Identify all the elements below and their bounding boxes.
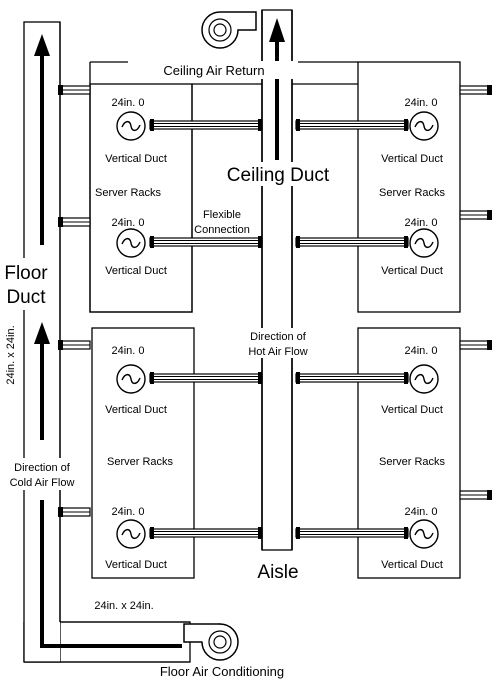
ceiling-duct-label: Ceiling Duct [227, 165, 330, 186]
rack-br-duct-size-2: 24in. 0 [404, 506, 437, 518]
rack-tl-server-racks: Server Racks [95, 187, 162, 199]
rack-bl-duct-size-2: 24in. 0 [111, 506, 144, 518]
rack-bottom-right [357, 327, 461, 579]
flexible-connection-label-2: Connection [194, 224, 250, 236]
rack-tl-duct-size-2: 24in. 0 [111, 217, 144, 229]
floor-air-conditioning-unit [183, 623, 239, 661]
hot-air-arrow [269, 18, 285, 160]
hot-air-flow-label-2: Hot Air Flow [248, 346, 307, 358]
rack-bl-vertical-duct-2: Vertical Duct [105, 559, 167, 571]
rack-tl-vertical-duct-2: Vertical Duct [105, 265, 167, 277]
floor-duct-label-2: Duct [6, 287, 46, 308]
rack-br-vertical-duct-2: Vertical Duct [381, 559, 443, 571]
rack-br-server-racks: Server Racks [379, 456, 446, 468]
floor-duct-label-1: Floor [4, 263, 48, 284]
aisle-label: Aisle [257, 562, 298, 583]
rack-tl-vertical-duct-1: Vertical Duct [105, 153, 167, 165]
ceiling-air-return-label: Ceiling Air Return [163, 63, 264, 78]
cold-air-flow-label-2: Cold Air Flow [10, 477, 75, 489]
rack-tr-server-racks: Server Racks [379, 187, 446, 199]
rack-tr-duct-size-1: 24in. 0 [404, 97, 437, 109]
cold-air-arrow-top [34, 34, 50, 245]
cold-air-return-path [40, 500, 182, 648]
floor-air-conditioning-label: Floor Air Conditioning [160, 664, 284, 679]
rack-br-vertical-duct-1: Vertical Duct [381, 404, 443, 416]
rack-bl-vertical-duct-1: Vertical Duct [105, 404, 167, 416]
rack-tr-vertical-duct-2: Vertical Duct [381, 265, 443, 277]
rack-bl-duct-size-1: 24in. 0 [111, 345, 144, 357]
rack-top-right [357, 61, 461, 313]
cold-air-flow-label-1: Direction of [14, 462, 71, 474]
rack-tr-vertical-duct-1: Vertical Duct [381, 153, 443, 165]
rack-bottom-left [91, 327, 195, 579]
bottom-duct-size-label: 24in. x 24in. [94, 600, 153, 612]
rack-br-duct-size-1: 24in. 0 [404, 345, 437, 357]
floor-duct-size-label: 24in. x 24in. [5, 325, 17, 384]
floor-duct [23, 21, 191, 663]
cold-air-arrow-bottom [34, 322, 50, 440]
rack-bl-server-racks: Server Racks [107, 456, 174, 468]
flexible-connection-label-1: Flexible [203, 209, 241, 221]
rack-tr-duct-size-2: 24in. 0 [404, 217, 437, 229]
rack-tl-duct-size-1: 24in. 0 [111, 97, 144, 109]
rack-top-left [89, 83, 193, 313]
hot-air-flow-label-1: Direction of [250, 331, 307, 343]
ceiling-return-fan [201, 11, 257, 49]
